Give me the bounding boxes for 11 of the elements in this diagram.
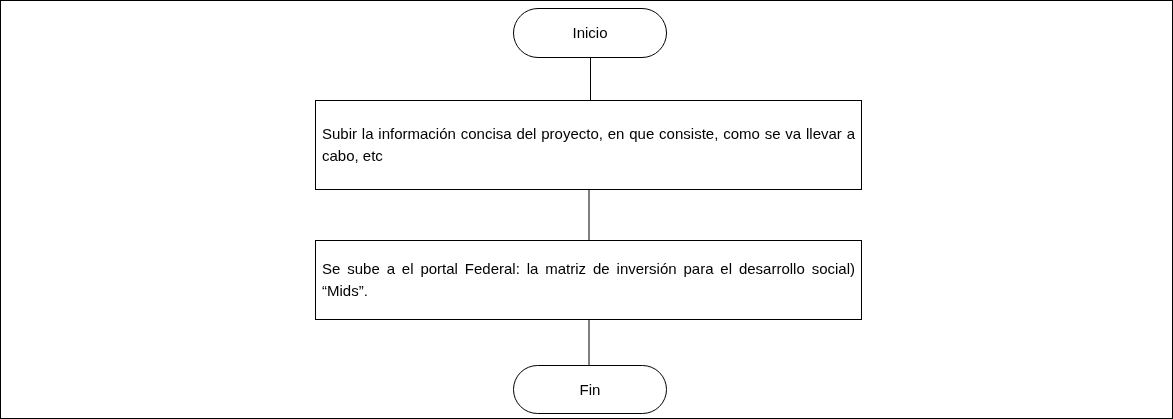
node-label: Se sube a el portal Federal: la matriz de inversión para el desarrollo social) “Mids”. <box>322 259 855 301</box>
process-box <box>315 240 862 320</box>
connector-line <box>588 319 590 366</box>
process-box <box>315 100 862 190</box>
connector-line <box>588 189 590 241</box>
node-label: Inicio <box>572 23 608 43</box>
terminator-shape <box>513 8 667 58</box>
node-label: Fin <box>579 379 601 400</box>
node-label: Subir la información concisa del proyecto, en que consiste, como se va llevar a cabo, etc <box>322 124 855 166</box>
terminator-shape <box>513 365 667 414</box>
connector-line <box>590 57 591 101</box>
